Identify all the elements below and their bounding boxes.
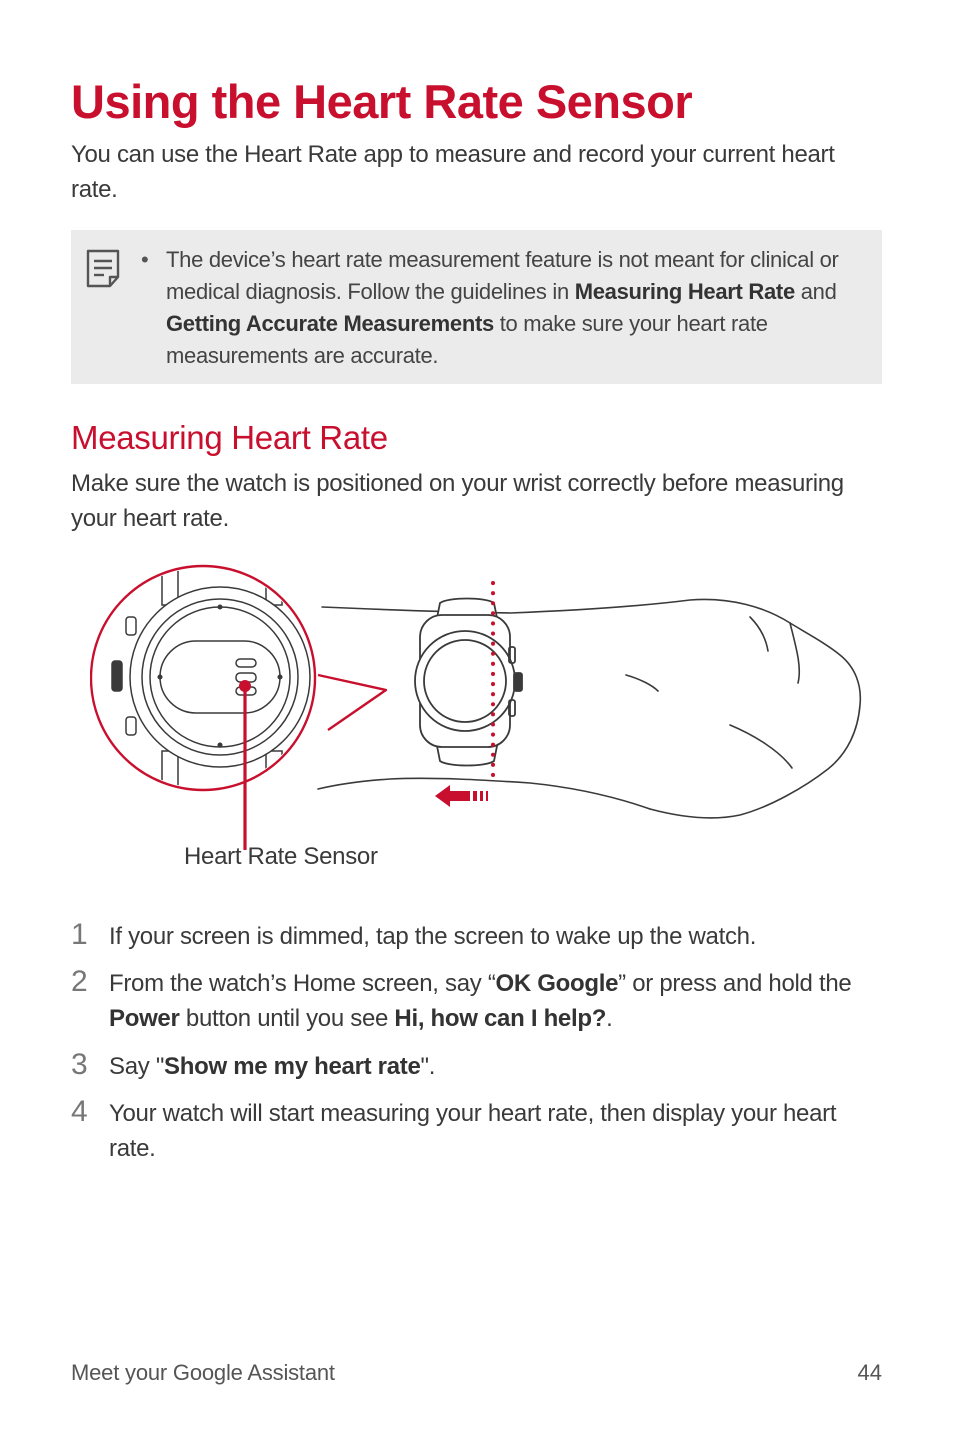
watch-on-wrist-illustration [90,564,862,850]
step-number: 4 [71,1095,88,1128]
step-text-part: ” or press and hold the [618,970,852,997]
note-text-part: The device’s heart rate measurement feat… [166,247,839,304]
note-box: • The device’s heart rate measurement fe… [71,230,882,384]
page-title: Using the Heart Rate Sensor [71,75,693,128]
note-link-measuring: Measuring Heart Rate [574,279,795,304]
section-paragraph: Make sure the watch is positioned on you… [71,470,844,532]
step-text-part: From the watch’s Home screen, say “ [109,970,496,997]
step-number: 2 [71,965,88,998]
section-title: Measuring Heart Rate [71,419,388,456]
sensor-callout [90,564,388,850]
step-text: Your watch will start measuring your hea… [109,1096,869,1166]
step-text: From the watch’s Home screen, say “OK Go… [109,966,869,1036]
arm-hand-drawing [317,598,862,819]
step-text: If your screen is dimmed, tap the screen… [109,919,869,954]
step-keyword: OK Google [495,970,619,997]
step-text-part: If your screen is dimmed, tap the screen… [109,923,757,950]
note-icon [86,249,120,288]
note-bullet: • [141,247,149,272]
note-text-part: to make sure your heart rate measurement… [166,311,768,368]
step-text-part: . [606,1005,613,1032]
intro-paragraph: You can use the Heart Rate app to measur… [71,141,835,203]
step-keyword: Power [109,1005,180,1032]
step-number: 3 [71,1048,88,1081]
footer-page-number: 44 [857,1360,882,1385]
footer-section-name: Meet your Google Assistant [71,1360,335,1385]
move-direction-arrow [435,785,488,807]
note-link-accurate: Getting Accurate Measurements [166,311,494,336]
note-text-part: and [794,279,837,304]
step-keyword: Show me my heart rate [164,1053,421,1080]
wrist-watch-drawing [414,597,523,767]
step-text-part: button until you see [179,1005,395,1032]
step-number: 1 [71,918,88,951]
step-keyword: Hi, how can I help? [394,1005,607,1032]
step-text-part: Say " [109,1053,165,1080]
step-text: Say "Show me my heart rate". [109,1049,869,1084]
sensor-label: Heart Rate Sensor [184,843,378,870]
step-text-part: Your watch will start measuring your hea… [109,1100,837,1162]
step-text-part: ". [420,1053,436,1080]
note-text: The device’s heart rate measurement feat… [166,244,856,372]
